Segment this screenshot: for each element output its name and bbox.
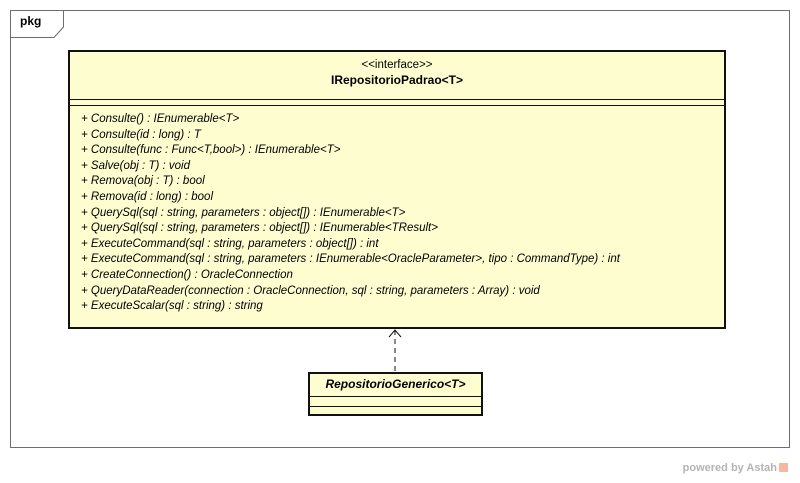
package-frame — [10, 10, 790, 448]
operation: + Consulte(func : Func<T,bool>) : IEnume… — [81, 144, 341, 157]
watermark-text: powered by Astah — [682, 462, 777, 474]
interface-stereotype: <<interface>> — [361, 59, 433, 71]
attributes-compartment — [70, 100, 724, 106]
package-label: pkg — [20, 14, 42, 28]
operation: + ExecuteScalar(sql : string) : string — [81, 300, 263, 313]
astah-watermark: powered by Astah — [683, 462, 788, 474]
astah-logo-icon — [779, 463, 788, 472]
operation: + Consulte() : IEnumerable<T> — [81, 113, 240, 125]
operation: + Salve(obj : T) : void — [81, 159, 190, 172]
interface-class-box[interactable]: <<interface>> IRepositorioPadrao<T> + Co… — [68, 50, 726, 329]
operation: + CreateConnection() : OracleConnection — [81, 268, 293, 281]
open-arrowhead-icon — [388, 329, 402, 338]
operation: + ExecuteCommand(sql : string, parameter… — [81, 237, 379, 250]
operation: + Remova(id : long) : bool — [81, 190, 213, 203]
operations-compartment: + Consulte() : IEnumerable<T> + Consulte… — [70, 106, 724, 315]
attributes-compartment — [310, 397, 481, 407]
implementation-name: RepositorioGenerico<T> — [310, 374, 481, 397]
interface-name: IRepositorioPadrao<T> — [330, 73, 464, 87]
interface-header: <<interface>> IRepositorioPadrao<T> — [70, 52, 724, 100]
operation: + QuerySql(sql : string, parameters : ob… — [81, 222, 438, 235]
operation: + Remova(obj : T) : bool — [81, 175, 205, 188]
operation: + QuerySql(sql : string, parameters : ob… — [81, 206, 406, 219]
implementation-class-box[interactable]: RepositorioGenerico<T> — [308, 372, 483, 416]
operation: + QueryDataReader(connection : OracleCon… — [81, 284, 540, 297]
package-tab — [10, 10, 64, 38]
realization-connector — [388, 329, 402, 372]
operation: + Consulte(id : long) : T — [81, 128, 201, 141]
operation: + ExecuteCommand(sql : string, parameter… — [81, 253, 620, 266]
